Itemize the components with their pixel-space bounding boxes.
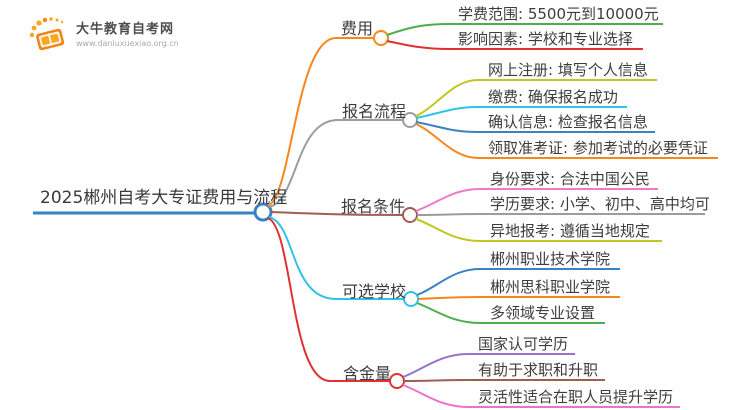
leaf-national-recognition: 国家认可学历 (478, 335, 569, 353)
leaf-register-online: 网上注册: 填写个人信息 (488, 61, 648, 79)
leaf-education-req: 学历要求: 小学、初中、高中均可 (490, 195, 710, 213)
leaf-fee-factors: 影响因素: 学校和专业选择 (458, 30, 633, 48)
branch-circle-process (402, 112, 418, 128)
leaf-line-national-recognition (402, 353, 575, 378)
branch-label-process: 报名流程 (342, 102, 407, 121)
leaf-pay-fee: 缴费: 确保报名成功 (488, 88, 618, 106)
branch-label-fee: 费用 (341, 19, 374, 38)
leaf-tuition-range: 学费范围: 5500元到10000元 (458, 5, 659, 23)
leaf-identity-req: 身份要求: 合法中国公民 (490, 170, 650, 188)
branch-label-conditions: 报名条件 (341, 197, 406, 216)
leaf-line-confirm-info (415, 121, 655, 133)
branch-line-process (268, 119, 403, 208)
leaf-flexibility: 灵活性适合在职人员提升学历 (478, 388, 674, 406)
logo-book-icon (29, 17, 65, 51)
leaf-line-identity-req (415, 188, 658, 212)
leaf-remote-apply: 异地报考: 遵循当地规定 (490, 222, 650, 240)
leaf-line-remote-apply (415, 218, 662, 242)
leaf-line-school-2 (417, 296, 620, 300)
branch-label-value: 含金量 (343, 364, 392, 383)
leaf-line-school-1 (416, 268, 620, 296)
logo-book-shape (36, 28, 65, 51)
logo-sun-dots (29, 17, 64, 38)
central-topic: 2025郴州自考大专证费用与流程 (40, 188, 288, 208)
branch-circle-fee (373, 30, 389, 46)
leaf-line-fee-factors (386, 40, 643, 50)
branch-circle-value (389, 373, 405, 389)
branch-circle-schools (403, 291, 419, 307)
site-logo: 大牛教育自考网 www.daniuxuexiao.org.cn (26, 14, 179, 52)
leaf-line-tuition-range (386, 23, 663, 36)
leaf-majors: 多领域专业设置 (490, 304, 596, 322)
branch-label-schools: 可选学校 (342, 282, 407, 301)
branch-line-conditions (270, 211, 404, 216)
leaf-line-pay-fee (415, 106, 627, 119)
leaf-line-admission-ticket (415, 123, 718, 159)
branch-line-schools (268, 216, 404, 300)
leaf-admission-ticket: 领取准考证: 参加考试的必要凭证 (488, 139, 708, 157)
leaf-line-career-help (403, 379, 605, 382)
leaf-school-2: 郴州思科职业学院 (490, 278, 611, 296)
leaf-line-register-online (415, 79, 657, 117)
site-name: 大牛教育自考网 (76, 22, 175, 37)
site-url: www.daniuxuexiao.org.cn (76, 39, 179, 48)
branch-line-fee (267, 37, 374, 207)
branch-line-value (267, 217, 390, 382)
leaf-career-help: 有助于求职和升职 (478, 361, 599, 379)
branch-circle-conditions (402, 207, 418, 223)
leaf-school-1: 郴州职业技术学院 (490, 250, 611, 268)
leaf-line-education-req (416, 213, 705, 216)
leaf-line-flexibility (402, 384, 680, 408)
leaf-confirm-info: 确认信息: 检查报名信息 (488, 113, 648, 131)
leaf-line-majors (416, 302, 605, 324)
